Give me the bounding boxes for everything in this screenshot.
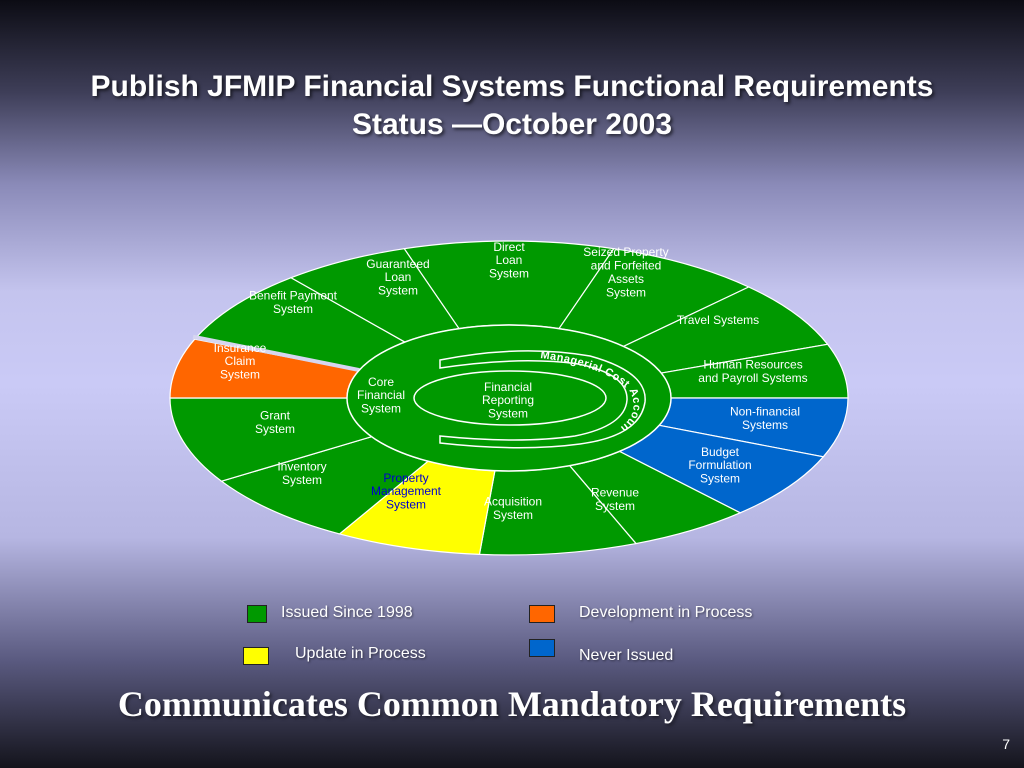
legend-label-update: Update in Process [295, 645, 426, 662]
outer-ring [169, 240, 849, 556]
slide-title-line-1: Publish JFMIP Financial Systems Function… [90, 70, 934, 103]
managerial-cost-band [439, 350, 646, 449]
segment-gap-divider [192, 334, 360, 373]
legend-label-issued: Issued Since 1998 [281, 604, 413, 621]
slide-title: Publish JFMIP Financial Systems Function… [0, 68, 1024, 144]
legend-label-never: Never Issued [579, 647, 674, 664]
legend-label-development: Development in Process [579, 604, 753, 621]
page-number: 7 [1002, 736, 1010, 752]
legend-swatch-issued [247, 605, 267, 623]
legend-swatch-never [529, 639, 555, 657]
financial-reporting-ellipse [413, 370, 607, 426]
segment-label-travel: Travel Systems [677, 313, 759, 327]
slide-title-line-2: Status —October 2003 [351, 108, 673, 141]
tagline: Communicates Common Mandatory Requiremen… [117, 684, 907, 724]
legend-swatch-update [243, 647, 269, 665]
legend-swatch-development [529, 605, 555, 623]
